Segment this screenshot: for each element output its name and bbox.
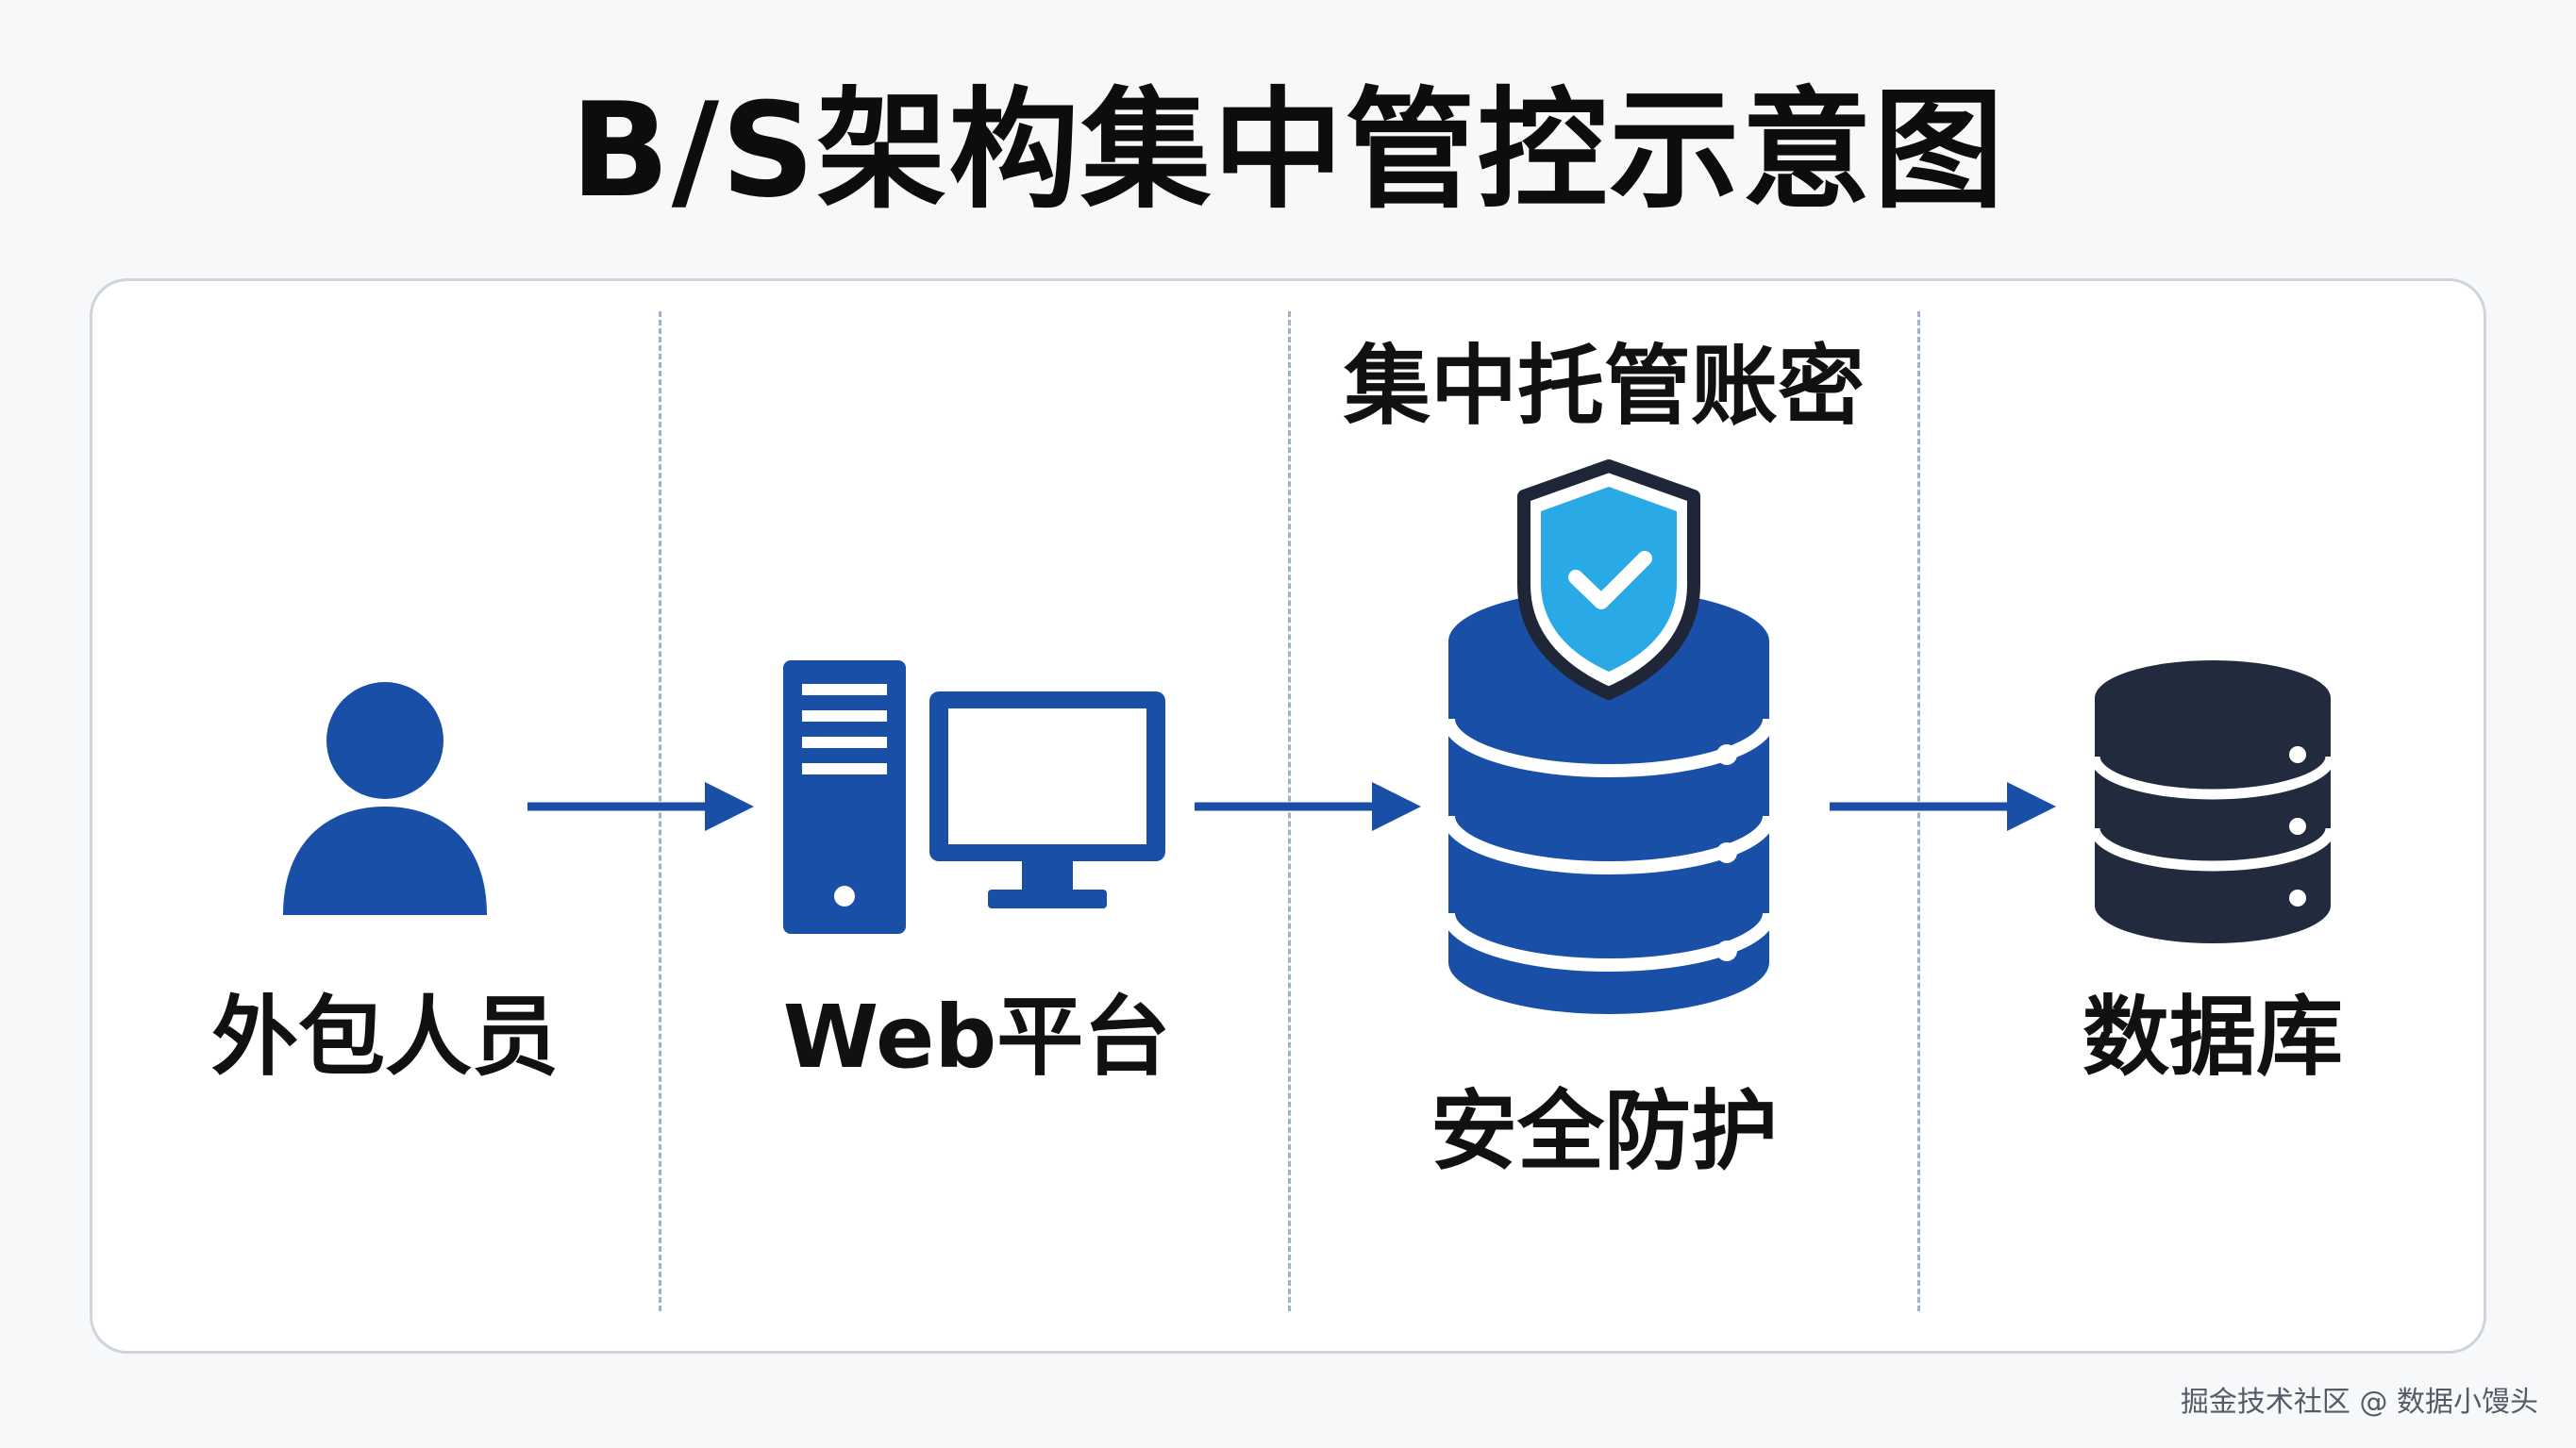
node-label-database: 数据库: [2082, 987, 2343, 1088]
person-icon: [283, 682, 487, 915]
divider-1: [659, 311, 661, 1311]
node-label-web: Web平台: [782, 987, 1171, 1088]
database-shield-icon: [1442, 459, 1776, 1014]
node-top-label-security: 集中托管账密: [1343, 336, 1865, 437]
arrow-1: [527, 782, 754, 831]
node-label-security: 安全防护: [1430, 1081, 1778, 1182]
arrow-3: [1830, 782, 2056, 831]
divider-2: [1288, 311, 1291, 1311]
arrow-2: [1195, 782, 1421, 831]
watermark: 掘金技术社区 @ 数据小馒头: [2180, 1386, 2538, 1419]
diagram-title: B/S架构集中管控示意图: [570, 75, 2006, 226]
server-monitor-icon: [783, 660, 1165, 934]
node-label-outsourcer: 外包人员: [210, 987, 559, 1088]
database-icon: [2089, 660, 2336, 943]
divider-3: [1917, 311, 1920, 1311]
